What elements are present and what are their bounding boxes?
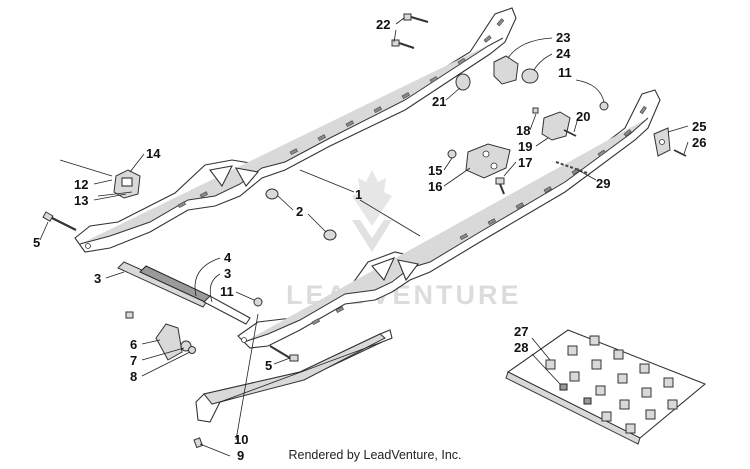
wear-strip-29 (555, 161, 591, 175)
callout-16[interactable]: 16 (428, 179, 442, 194)
callout-11-upper[interactable]: 11 (558, 65, 572, 80)
idler-wheel-upper (265, 188, 279, 200)
callout-13[interactable]: 13 (74, 193, 88, 208)
callout-23[interactable]: 23 (556, 30, 570, 45)
callout-10[interactable]: 10 (234, 432, 248, 447)
callout-9[interactable]: 9 (237, 448, 244, 463)
leader-lines (39, 17, 689, 457)
callout-17[interactable]: 17 (518, 155, 532, 170)
bolts-22 (391, 13, 471, 91)
mount-block-19 (532, 107, 577, 141)
bolt-5-lower (269, 345, 299, 362)
callout-20[interactable]: 20 (576, 109, 590, 124)
callout-18[interactable]: 18 (516, 123, 530, 138)
callout-5-left[interactable]: 5 (33, 235, 40, 250)
callout-12[interactable]: 12 (74, 177, 88, 192)
idler-wheel-lower (323, 229, 337, 241)
callouts: 1 2 3 3 4 5 5 6 7 8 9 10 11 11 12 13 14 … (33, 17, 706, 463)
shock-absorber (117, 261, 251, 325)
callout-28[interactable]: 28 (514, 340, 528, 355)
left-rail-slots (177, 18, 505, 209)
callout-27[interactable]: 27 (514, 324, 528, 339)
callout-8[interactable]: 8 (130, 369, 137, 384)
callout-15[interactable]: 15 (428, 163, 442, 178)
track-clip-grid (545, 335, 678, 434)
callout-21[interactable]: 21 (432, 94, 446, 109)
slide-10 (193, 329, 393, 449)
bracket-14 (59, 159, 141, 199)
callout-5-lower[interactable]: 5 (265, 358, 272, 373)
callout-22[interactable]: 22 (376, 17, 390, 32)
footer-credit: Rendered by LeadVenture, Inc. (288, 448, 462, 462)
callout-25[interactable]: 25 (692, 119, 706, 134)
right-rail (237, 89, 661, 349)
callout-2[interactable]: 2 (296, 204, 303, 219)
nut-11-lower (253, 297, 263, 307)
callout-6[interactable]: 6 (130, 337, 137, 352)
callout-11-lower[interactable]: 11 (220, 284, 234, 299)
callout-1[interactable]: 1 (355, 187, 362, 202)
watermark: LEADVENTURE (286, 170, 519, 310)
callout-3[interactable]: 3 (224, 266, 231, 281)
right-rail-slots (311, 105, 647, 326)
callout-19[interactable]: 19 (518, 139, 532, 154)
callout-7[interactable]: 7 (130, 353, 137, 368)
bolt-5-left (42, 211, 77, 231)
callout-3-left[interactable]: 3 (94, 271, 101, 286)
left-rail (74, 7, 517, 253)
clip-23 (493, 55, 609, 111)
callout-14[interactable]: 14 (146, 146, 161, 161)
bracket-25 (653, 127, 687, 157)
callout-24[interactable]: 24 (556, 46, 571, 61)
mount-bracket-16 (447, 143, 511, 195)
track-clips-panel (505, 329, 707, 445)
callout-26[interactable]: 26 (692, 135, 706, 150)
callout-4[interactable]: 4 (224, 250, 232, 265)
watermark-logo-icon (352, 170, 392, 226)
callout-29[interactable]: 29 (596, 176, 610, 191)
